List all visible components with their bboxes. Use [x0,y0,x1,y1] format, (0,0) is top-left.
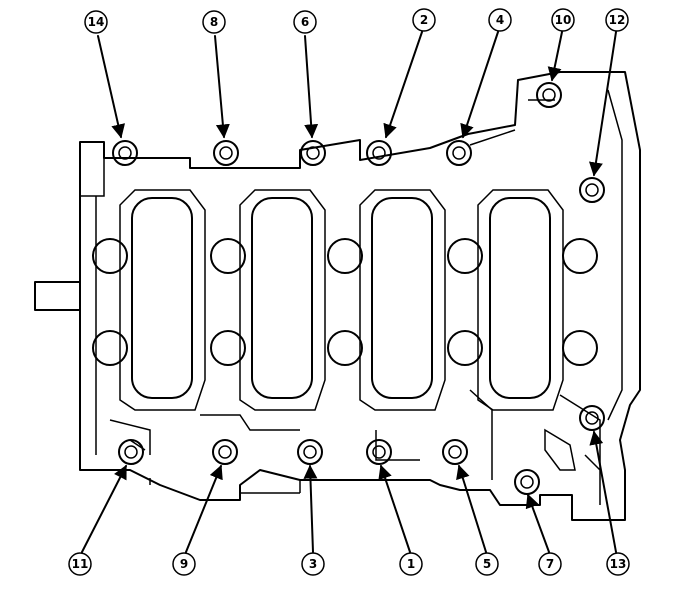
hole [327,330,363,366]
hole [210,330,246,366]
cylinder-opening-3 [371,197,433,399]
leader-4 [460,31,499,139]
leader-13 [589,430,617,553]
bolt-11 [118,439,144,465]
callout-13: 13 [606,552,630,576]
bolt-5 [442,439,468,465]
bolt-3 [297,439,323,465]
cylinder-openings [119,189,564,411]
hole [562,238,598,274]
callout-6: 6 [293,10,317,34]
leader-2 [383,31,423,139]
leader-14 [97,35,126,139]
callout-4: 4 [488,8,512,32]
callout-label-14: 14 [88,15,105,29]
hole [447,238,483,274]
callout-7: 7 [538,552,562,576]
leader-8 [214,35,230,139]
bolt-2 [366,140,392,166]
callout-1: 1 [399,552,423,576]
callout-14: 14 [84,10,108,34]
leader-10 [547,31,563,82]
bolt-13 [579,405,605,431]
hole [92,330,128,366]
callout-label-4: 4 [496,13,504,27]
callout-label-6: 6 [301,15,309,29]
bolt-8 [213,140,239,166]
cylinder-opening-2 [251,197,313,399]
callout-label-1: 1 [407,557,415,571]
bolt-14 [112,140,138,166]
leader-7 [525,493,550,553]
callout-label-9: 9 [180,557,188,571]
bolt-9 [212,439,238,465]
bolt-7 [514,469,540,495]
callout-3: 3 [301,552,325,576]
bolt-4 [446,140,472,166]
bolts [112,82,605,495]
left-stub [34,281,81,311]
leader-9 [185,464,223,553]
hole [447,330,483,366]
leader-3 [303,464,318,553]
callout-11: 11 [68,552,92,576]
callout-label-3: 3 [309,557,317,571]
bolt-1 [366,439,392,465]
leader-6 [304,35,319,139]
hole [92,238,128,274]
callout-label-11: 11 [72,557,89,571]
leader-12 [588,31,617,177]
callout-9: 9 [172,552,196,576]
callout-8: 8 [202,10,226,34]
callout-label-10: 10 [555,13,572,27]
leader-5 [456,464,487,553]
cylinder-opening-4 [489,197,551,399]
leader-11 [81,464,127,553]
callout-10: 10 [551,8,575,32]
callout-label-2: 2 [420,13,428,27]
callout-label-12: 12 [609,13,626,27]
bolt-holes [92,238,598,366]
bolt-6 [300,140,326,166]
bolt-10 [536,82,562,108]
callout-2: 2 [412,8,436,32]
callout-label-8: 8 [210,15,218,29]
bolt-12 [579,177,605,203]
leader-1 [378,464,411,553]
hole [327,238,363,274]
callout-label-5: 5 [483,557,491,571]
cylinder-opening-1 [131,197,193,399]
callout-label-7: 7 [546,557,554,571]
callout-5: 5 [475,552,499,576]
hole [210,238,246,274]
callout-12: 12 [605,8,629,32]
hole [562,330,598,366]
leader-lines [81,31,617,553]
callout-label-13: 13 [610,557,627,571]
